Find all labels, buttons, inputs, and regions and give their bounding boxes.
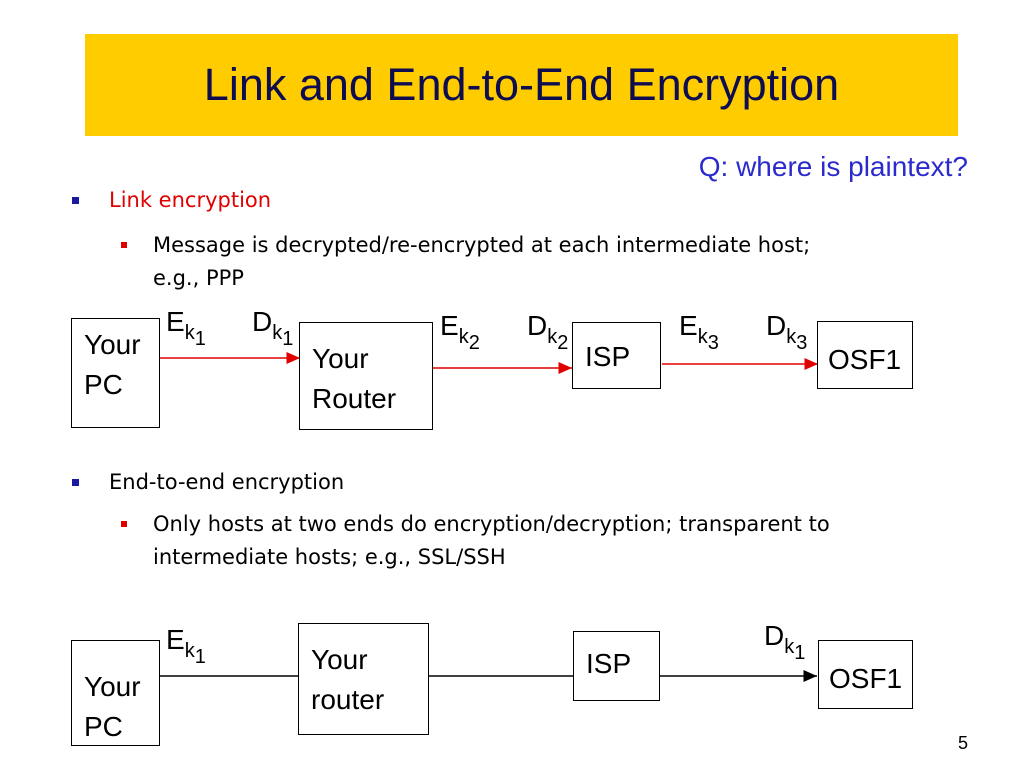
label-dk3: Dk3	[766, 310, 808, 354]
node-label-line1: Your	[311, 644, 368, 675]
label-ek1: Ek1	[166, 306, 206, 350]
square-bullet-icon	[72, 196, 79, 204]
bullet-link-encryption: Link encryption	[72, 188, 271, 212]
node-isp-e2e: ISP	[573, 631, 660, 701]
node-label-line2: PC	[84, 711, 123, 742]
bullet-detail-line2: intermediate hosts; e.g., SSL/SSH	[153, 545, 506, 569]
label-ek2: Ek2	[440, 310, 480, 354]
node-your-router-e2e: Your router	[298, 623, 429, 735]
label-ek1-e2e: Ek1	[166, 624, 206, 668]
bullet-e2e-detail: Only hosts at two ends do encryption/dec…	[121, 508, 971, 574]
square-bullet-icon	[121, 521, 127, 527]
node-label-line2: PC	[84, 369, 123, 400]
node-label: ISP	[586, 648, 632, 679]
node-label-line2: Router	[312, 383, 397, 414]
square-bullet-icon	[121, 242, 127, 248]
bullet-heading: End-to-end encryption	[109, 470, 345, 494]
label-dk1-e2e: Dk1	[764, 620, 806, 664]
bullet-detail-line1: Message is decrypted/re-encrypted at eac…	[153, 233, 811, 257]
label-dk2: Dk2	[527, 310, 569, 354]
slide-title: Link and End-to-End Encryption	[203, 59, 840, 110]
node-label: OSF1	[829, 663, 903, 694]
node-your-router: Your Router	[299, 322, 433, 430]
label-ek3: Ek3	[679, 310, 719, 354]
node-label-line1: Your	[84, 329, 141, 360]
node-your-pc: Your PC	[71, 318, 160, 428]
bullet-detail-line1: Only hosts at two ends do encryption/dec…	[153, 512, 830, 536]
node-label: ISP	[585, 341, 631, 372]
node-osf1: OSF1	[817, 321, 913, 389]
bullet-link-detail: Message is decrypted/re-encrypted at eac…	[121, 229, 971, 295]
bullet-heading: Link encryption	[109, 188, 272, 212]
page-number: 5	[957, 733, 968, 753]
title-banner: Link and End-to-End Encryption	[85, 34, 958, 136]
bullet-e2e-encryption: End-to-end encryption	[72, 470, 344, 494]
node-label-line1: Your	[312, 343, 369, 374]
node-osf1-e2e: OSF1	[818, 640, 913, 709]
node-label: OSF1	[828, 344, 902, 375]
square-bullet-icon	[72, 478, 79, 486]
label-dk1: Dk1	[252, 306, 294, 350]
bullet-detail-line2: e.g., PPP	[153, 266, 244, 290]
node-isp: ISP	[572, 322, 661, 389]
node-your-pc-e2e: Your PC	[71, 640, 160, 746]
question-text: Q: where is plaintext?	[698, 151, 968, 182]
node-label-line2: router	[311, 684, 385, 715]
node-label-line1: Your	[84, 671, 141, 702]
